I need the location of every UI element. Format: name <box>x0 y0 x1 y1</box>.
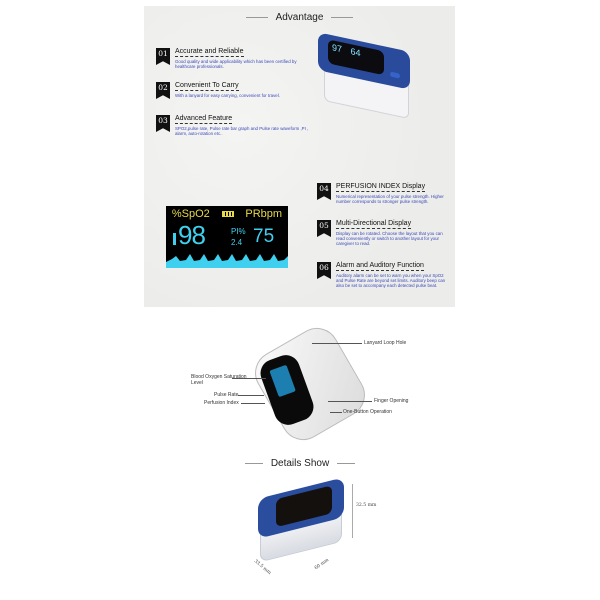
feature-desc: SPO2,pulse rate, Pulse rate bar graph an… <box>175 126 309 136</box>
callout-one-button: One-Button Operation <box>343 409 392 415</box>
height-dimension-line <box>352 484 353 538</box>
divider <box>331 17 354 18</box>
feature-title: Alarm and Auditory Function <box>336 262 424 271</box>
feature-title: Advanced Feature <box>175 115 233 124</box>
device-screen: 97 64 <box>328 39 384 76</box>
badge-ribbon-icon: 02 <box>156 82 170 99</box>
battery-icon <box>221 211 234 217</box>
advantage-heading: Advantage <box>144 12 455 23</box>
badge-ribbon-icon: 03 <box>156 115 170 132</box>
callout-finger-opening: Finger Opening <box>374 398 409 404</box>
details-title: Details Show <box>270 458 330 469</box>
feature-desc: Numerical representation of your pulse s… <box>336 194 444 204</box>
display-closeup: %SpO2 PRbpm 98 PI% 2.4 75 <box>166 206 288 268</box>
divider <box>245 17 268 18</box>
badge-ribbon-icon: 04 <box>317 183 331 200</box>
callout-spo2-level: Blood Oxygen Saturation Level <box>191 374 247 386</box>
divider <box>244 463 263 464</box>
screen-spo2: 97 <box>332 42 343 55</box>
spo2-value: 98 <box>178 220 206 250</box>
feature-title: Multi-Directional Display <box>336 220 412 229</box>
height-dimension: 32.5 mm <box>356 503 377 508</box>
feature-desc: With a lanyard for easy carrying, conven… <box>175 93 280 98</box>
callout-pulse-rate: Pulse Rate <box>214 392 239 398</box>
display-header: %SpO2 PRbpm <box>166 208 288 220</box>
leader-line <box>330 412 342 413</box>
callout-perfusion-index: Perfusion Index <box>204 400 239 406</box>
leader-line <box>328 401 372 402</box>
device-screen <box>269 364 296 398</box>
device-screen <box>276 485 332 528</box>
callout-lanyard: Lanyard Loop Hole <box>364 340 407 346</box>
oximeter-image-side <box>247 319 373 449</box>
leader-line <box>238 395 264 396</box>
feature-desc: Display can be rotated. Choose the layou… <box>336 231 443 246</box>
oximeter-image-dimensions <box>258 477 348 563</box>
leader-line <box>232 378 266 379</box>
feature-desc: Good quality and wide applicability whic… <box>175 59 297 69</box>
pr-value: 75 <box>253 226 275 247</box>
spo2-label: %SpO2 <box>171 208 210 220</box>
oximeter-image-top: 97 64 <box>318 32 418 120</box>
advantage-title: Advantage <box>275 12 324 23</box>
details-heading: Details Show <box>0 458 600 469</box>
pr-label: PRbpm <box>245 208 283 220</box>
pi-value: 2.4 <box>231 238 243 247</box>
leader-line <box>241 403 265 404</box>
leader-line <box>312 343 362 344</box>
feature-title: Convenient To Carry <box>175 82 239 91</box>
feature-title: PERFUSION INDEX Display <box>336 183 426 192</box>
screen-pr: 64 <box>350 46 361 59</box>
badge-ribbon-icon: 01 <box>156 48 170 65</box>
divider <box>337 463 356 464</box>
pulse-bar-icon <box>173 233 176 245</box>
power-button <box>390 71 400 79</box>
pi-label: PI% <box>231 227 246 236</box>
feature-desc: Auditory alarm can be set to warn you wh… <box>336 273 446 288</box>
feature-title: Accurate and Reliable <box>175 48 244 57</box>
badge-ribbon-icon: 06 <box>317 262 331 279</box>
pulse-waveform-icon <box>166 254 288 268</box>
badge-ribbon-icon: 05 <box>317 220 331 237</box>
